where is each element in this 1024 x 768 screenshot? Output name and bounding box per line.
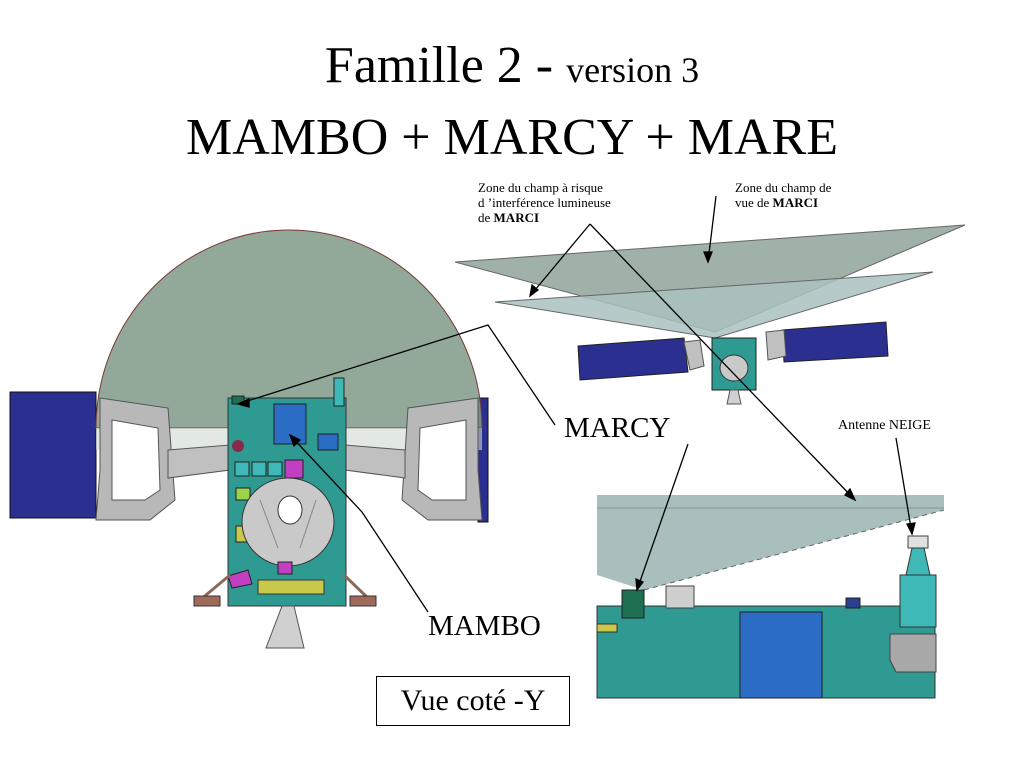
magenta-box [284,459,304,479]
mambo-label: MAMBO [428,610,541,642]
br-blue-panel [739,611,823,699]
left-spacecraft-view [9,229,489,649]
leader-lines [236,195,916,613]
bottom-right-view [596,495,945,699]
left-yoke-opening [111,419,161,501]
left-foot [193,595,221,607]
view-side-box: Vue coté -Y [376,676,570,726]
br-marcy-instrument [621,589,645,619]
view-zone-annotation: Zone du champ de vue de MARCI [735,180,832,210]
dish-feed [277,495,303,525]
right-yoke-opening [417,419,467,501]
tr-right-solar-panel [781,321,889,363]
top-mast [333,377,345,407]
neige-antenna-top [907,535,929,549]
slide-title-line1: Famille 2 - version 3 [0,36,1024,100]
title-main: Famille 2 - [324,37,567,94]
box-1 [234,461,250,477]
small-instrument [317,433,339,451]
box-3 [267,461,283,477]
dome-field-of-view [95,229,483,429]
top-right-view [454,224,966,405]
box-2 [251,461,267,477]
neige-antenna-mast [899,574,937,628]
title-version: version 3 [566,50,700,90]
yellow-base [257,579,325,595]
mambo-instrument [273,403,307,445]
risk-zone-annotation: Zone du champ à risque d ’interférence l… [478,180,611,225]
right-foot [349,595,377,607]
green-box [235,487,251,501]
left-arm [167,444,231,479]
sensor-dot [232,440,244,452]
magenta-part [277,561,293,575]
engine-nozzle [265,605,305,649]
left-solar-panel [9,391,97,519]
thruster-magenta [227,569,253,589]
slide-title-line2: MAMBO + MARCY + MARE [186,109,838,166]
antenna-neige-label: Antenne NEIGE [838,418,931,433]
risk-field-plane [494,271,934,339]
marcy-label: MARCY [564,412,671,444]
br-field-region [597,495,944,590]
right-arm [344,444,406,479]
tr-left-solar-panel [577,337,689,381]
